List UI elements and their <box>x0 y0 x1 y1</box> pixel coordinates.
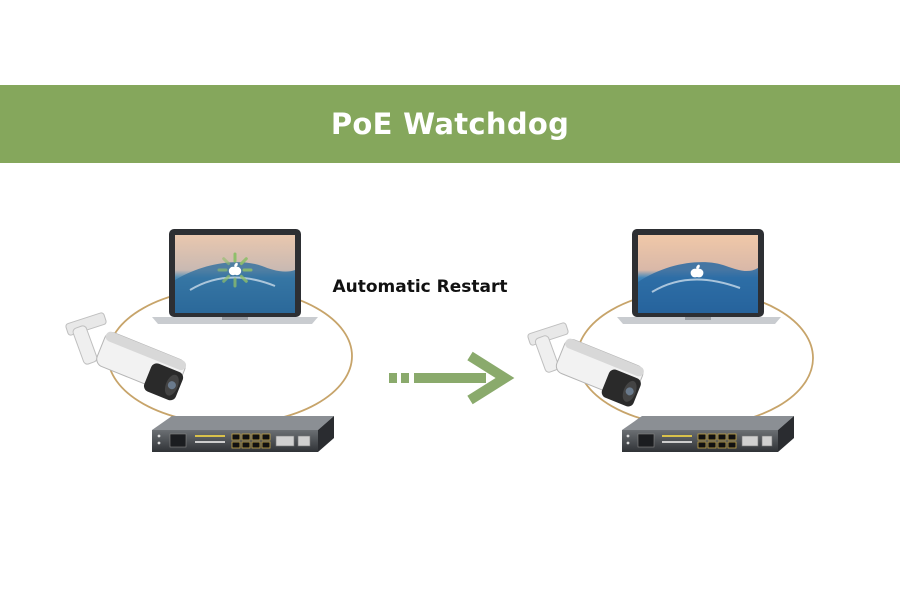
right-scene <box>527 229 814 452</box>
camera-icon <box>65 312 187 401</box>
switch-icon <box>152 416 334 452</box>
laptop-icon <box>617 229 781 324</box>
page-title: PoE Watchdog <box>330 107 570 141</box>
laptop-icon <box>152 229 318 324</box>
arrow-right-icon <box>389 351 515 405</box>
spinner-icon <box>217 252 253 288</box>
camera-icon <box>527 322 644 407</box>
apple-logo-icon <box>690 264 704 278</box>
title-banner: PoE Watchdog <box>0 85 900 163</box>
apple-logo-icon <box>228 262 242 276</box>
left-scene <box>65 229 353 452</box>
restart-caption: Automatic Restart <box>332 277 508 297</box>
switch-icon <box>622 416 794 452</box>
